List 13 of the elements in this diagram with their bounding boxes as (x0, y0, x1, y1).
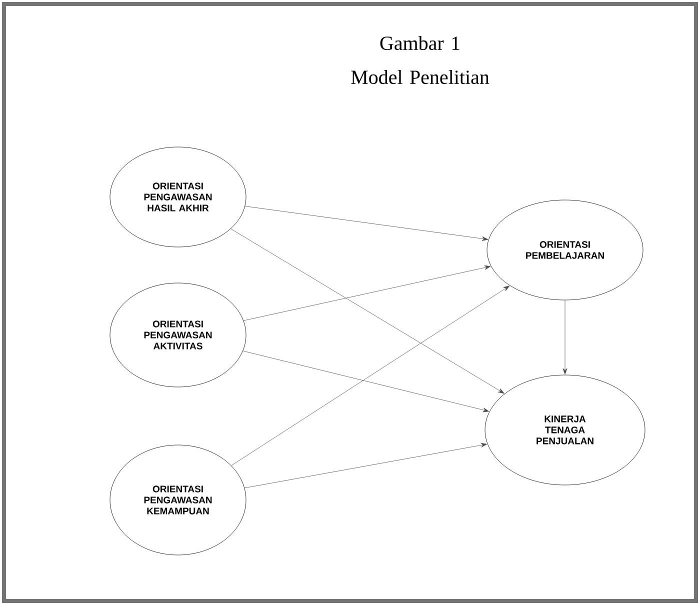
arrow (242, 350, 490, 412)
ellipse-node: ORIENTASI PENGAWASAN HASIL AKHIR (110, 146, 246, 248)
ellipse-node: ORIENTASI PENGAWASAN AKTIVITAS (110, 282, 246, 388)
ellipse-node: ORIENTASI PENGAWASAN KEMAMPUAN (110, 444, 246, 556)
arrow (243, 265, 491, 321)
ellipse-node: ORIENTASI PEMBELAJARAN (486, 200, 644, 300)
arrow (244, 442, 488, 488)
ellipse-node: KINERJA TENAGA PENJUALAN (484, 374, 646, 486)
arrow (230, 228, 504, 394)
arrow (244, 206, 488, 241)
arrow (562, 300, 568, 374)
arrow (231, 286, 510, 466)
title: Gambar 1 Model Penelitian (351, 36, 490, 84)
